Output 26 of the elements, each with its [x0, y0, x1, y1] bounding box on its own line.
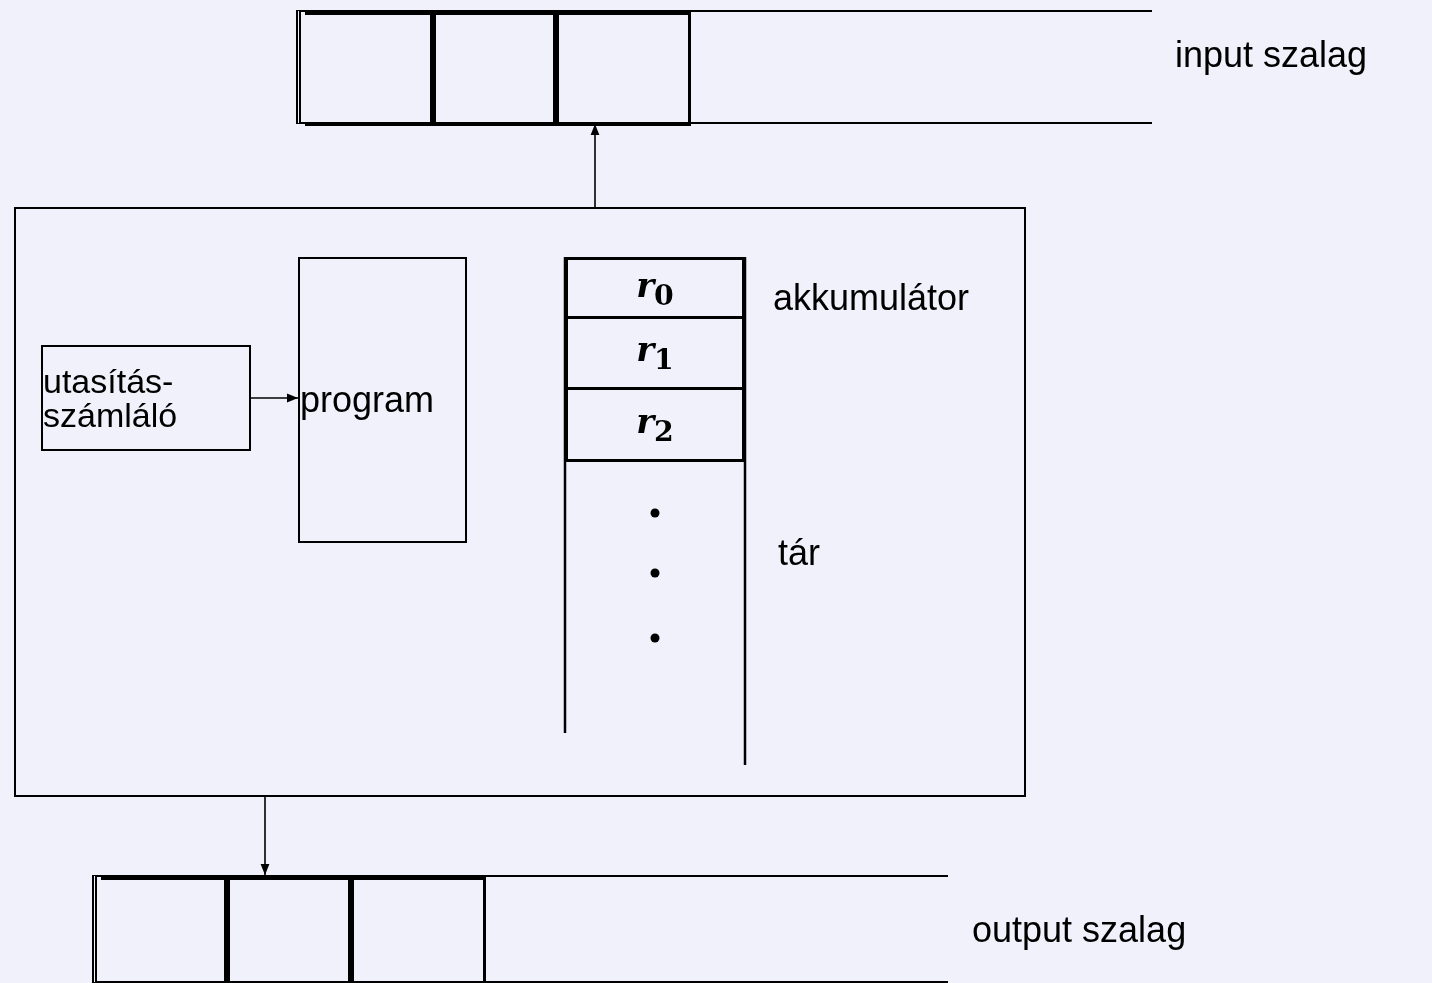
tape-label: input szalag — [1175, 37, 1368, 73]
tape-cell — [101, 877, 227, 983]
machine-box — [14, 207, 1026, 797]
box-label: utasítás- számláló — [43, 364, 179, 432]
input-tape — [296, 10, 1152, 124]
register-cell — [565, 318, 745, 390]
register-label: r$_{2}$ — [636, 401, 674, 448]
register-cell — [565, 390, 745, 462]
register-label: r$_{0}$ — [636, 264, 674, 312]
tape-cell — [556, 12, 691, 126]
memory-label: tár — [778, 535, 820, 571]
tape-label: output szalag — [972, 912, 1187, 948]
memory-label: akkumulátor — [773, 280, 970, 316]
counter-box — [41, 345, 251, 451]
arrow — [250, 393, 299, 403]
arrow — [590, 123, 600, 208]
tape-cell — [351, 877, 486, 983]
register-label: r$_{1}$ — [636, 329, 674, 376]
output-tape — [92, 875, 948, 983]
arrow — [260, 796, 270, 876]
register-cell — [565, 257, 745, 319]
tape-cell — [433, 12, 556, 126]
tape-cell — [305, 12, 433, 126]
box-label: program — [300, 379, 435, 421]
tape-cell — [227, 877, 351, 983]
program-box — [298, 257, 467, 543]
